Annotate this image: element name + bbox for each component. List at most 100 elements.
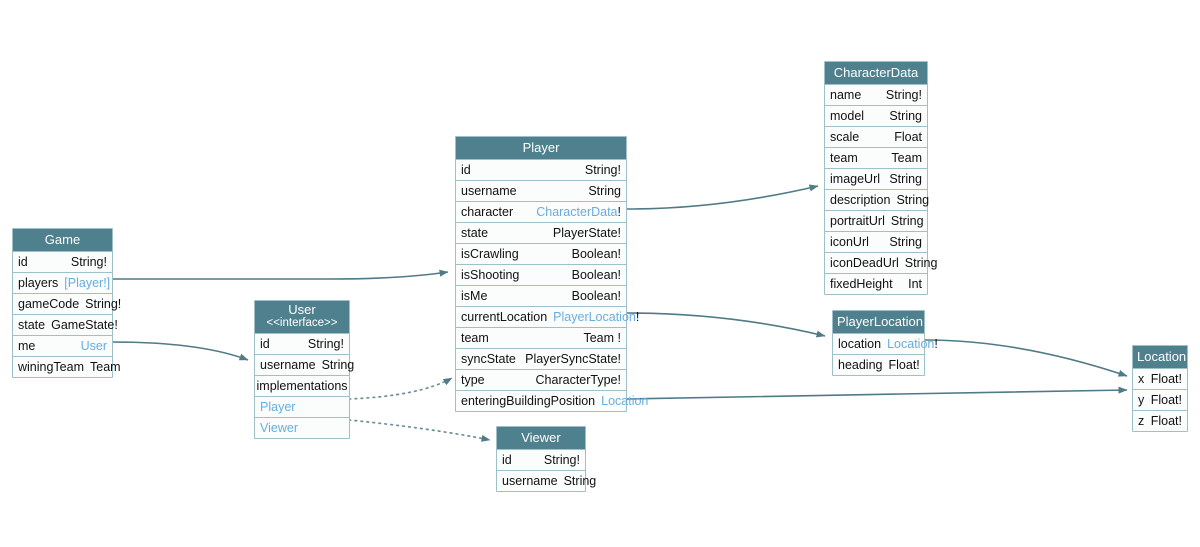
entity-user-name: User — [288, 302, 316, 317]
field-row[interactable]: description String — [825, 190, 929, 211]
field-type[interactable]: CharacterData! — [536, 205, 621, 219]
field-row[interactable]: me User — [13, 336, 112, 357]
field-name: scale — [830, 130, 860, 144]
field-name: isShooting — [461, 268, 520, 282]
edge-user-implements-player — [348, 377, 453, 400]
field-name: isCrawling — [461, 247, 519, 261]
field-row[interactable]: id String! — [255, 334, 349, 355]
field-name: fixedHeight — [830, 277, 893, 291]
field-row[interactable]: character CharacterData! — [456, 202, 626, 223]
field-name: state — [18, 318, 46, 332]
field-name: y — [1138, 393, 1145, 407]
field-type: Team — [891, 151, 922, 165]
field-row[interactable]: players [Player!] — [13, 273, 112, 294]
field-type: Team ! — [583, 331, 621, 345]
field-row[interactable]: fixedHeight Int — [825, 274, 927, 294]
field-row[interactable]: isCrawling Boolean! — [456, 244, 626, 265]
field-row[interactable]: name String! — [825, 85, 927, 106]
field-row[interactable]: winingTeam Team — [13, 357, 121, 377]
field-row[interactable]: id String! — [13, 252, 112, 273]
field-name: team — [461, 331, 489, 345]
field-type: GameState! — [51, 318, 118, 332]
entity-game[interactable]: Game id String! players [Player!] gameCo… — [12, 228, 121, 378]
field-type-link[interactable]: PlayerLocation — [553, 310, 636, 324]
field-type: Boolean! — [571, 247, 621, 261]
field-type[interactable]: PlayerLocation! — [553, 310, 639, 324]
entity-player[interactable]: Player id String! username String charac… — [455, 136, 648, 412]
implementations-label: implementations — [256, 379, 348, 393]
entity-location-title: Location — [1133, 346, 1187, 369]
field-row[interactable]: username String — [255, 355, 354, 376]
edge-player-currentlocation-to-playerlocation — [626, 312, 826, 338]
field-name: imageUrl — [830, 172, 881, 186]
field-name: model — [830, 109, 865, 123]
field-type: Float! — [1150, 414, 1182, 428]
field-row[interactable]: y Float! — [1133, 390, 1187, 411]
field-type[interactable]: Location! — [887, 337, 938, 351]
field-row[interactable]: model String — [825, 106, 927, 127]
field-row[interactable]: gameCode String! — [13, 294, 121, 315]
field-row[interactable]: heading Float! — [833, 355, 924, 375]
entity-user[interactable]: User <<interface>> id String! username S… — [254, 300, 354, 439]
field-row[interactable]: username String — [456, 181, 626, 202]
field-type[interactable]: User — [80, 339, 107, 353]
field-row[interactable]: isShooting Boolean! — [456, 265, 626, 286]
field-row[interactable]: isMe Boolean! — [456, 286, 626, 307]
field-type: CharacterType! — [535, 373, 621, 387]
implementation-name[interactable]: Viewer — [260, 421, 298, 435]
implementation-row-player[interactable]: Player — [255, 397, 349, 418]
field-name: location — [838, 337, 882, 351]
field-name: syncState — [461, 352, 516, 366]
field-row[interactable]: imageUrl String — [825, 169, 927, 190]
field-row[interactable]: type CharacterType! — [456, 370, 626, 391]
field-name: username — [461, 184, 517, 198]
field-row[interactable]: x Float! — [1133, 369, 1187, 390]
field-row[interactable]: scale Float — [825, 127, 927, 148]
entity-user-stereotype: <<interface>> — [266, 317, 338, 329]
field-name: heading — [838, 358, 883, 372]
field-name: z — [1138, 414, 1145, 428]
implementation-row-viewer[interactable]: Viewer — [255, 418, 349, 438]
field-type: String! — [584, 163, 621, 177]
field-type: String! — [543, 453, 580, 467]
field-name: id — [18, 255, 28, 269]
field-type: Boolean! — [571, 268, 621, 282]
field-row[interactable]: iconUrl String — [825, 232, 927, 253]
field-type: String — [889, 172, 922, 186]
field-type-link[interactable]: CharacterData — [536, 205, 618, 219]
field-row[interactable]: z Float! — [1133, 411, 1187, 431]
edge-player-character-to-characterdata — [626, 184, 819, 210]
entity-characterdata[interactable]: CharacterData name String! model String … — [824, 61, 937, 295]
field-type[interactable]: [Player!] — [64, 276, 111, 290]
field-row[interactable]: id String! — [497, 450, 585, 471]
field-name: me — [18, 339, 36, 353]
entity-location[interactable]: Location x Float! y Float! z Float! — [1132, 345, 1188, 432]
field-type: Int — [908, 277, 922, 291]
field-row[interactable]: iconDeadUrl String — [825, 253, 937, 274]
field-type: String — [889, 235, 922, 249]
implementation-name[interactable]: Player — [260, 400, 296, 414]
entity-playerlocation[interactable]: PlayerLocation location Location! headin… — [832, 310, 938, 376]
field-row[interactable]: state GameState! — [13, 315, 118, 336]
field-name: name — [830, 88, 862, 102]
field-row[interactable]: team Team ! — [456, 328, 626, 349]
field-name: username — [260, 358, 316, 372]
entity-viewer[interactable]: Viewer id String! username String — [496, 426, 596, 492]
field-name: currentLocation — [461, 310, 548, 324]
field-row[interactable]: state PlayerState! — [456, 223, 626, 244]
field-row[interactable]: team Team — [825, 148, 927, 169]
edge-game-me-to-user — [112, 341, 249, 361]
field-type[interactable]: Location — [601, 394, 649, 408]
field-row[interactable]: currentLocation PlayerLocation! — [456, 307, 639, 328]
field-type: Team — [90, 360, 121, 374]
field-type: Float! — [1150, 393, 1182, 407]
field-row[interactable]: username String — [497, 471, 596, 491]
field-row[interactable]: id String! — [456, 160, 626, 181]
field-row[interactable]: syncState PlayerSyncState! — [456, 349, 626, 370]
field-name: iconDeadUrl — [830, 256, 899, 270]
field-type-link[interactable]: Location — [887, 337, 935, 351]
field-row[interactable]: location Location! — [833, 334, 938, 355]
field-row[interactable]: enteringBuildingPosition Location — [456, 391, 648, 411]
field-row[interactable]: portraitUrl String — [825, 211, 927, 232]
field-type: Float! — [1150, 372, 1182, 386]
